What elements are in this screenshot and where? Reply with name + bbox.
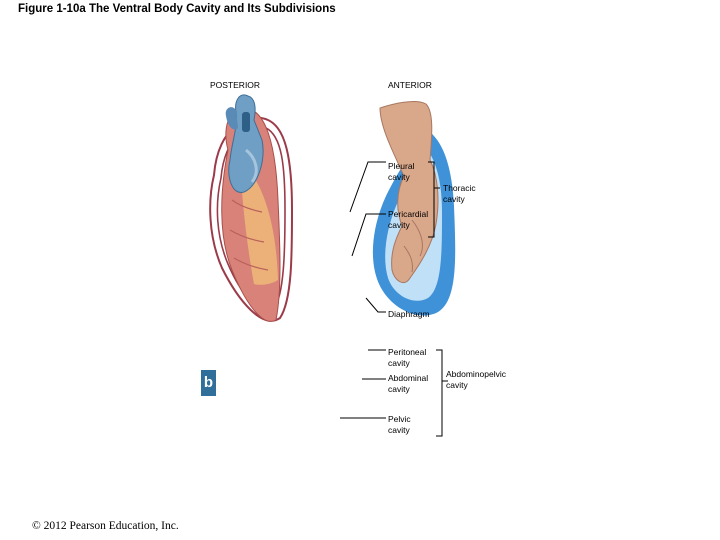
abdominopelvic-bracket xyxy=(436,349,443,437)
heart-vessels xyxy=(228,94,264,193)
pericardial-cavity-label: Pericardial cavity xyxy=(388,209,429,230)
posterior-label: POSTERIOR xyxy=(210,80,261,90)
diaphragm-label: Diaphragm xyxy=(388,309,430,319)
leader-lines xyxy=(340,161,448,437)
heart-illustration xyxy=(209,94,294,322)
pericardial-leader xyxy=(351,213,386,257)
copyright-notice: © 2012 Pearson Education, Inc. xyxy=(32,520,179,532)
figure-title: Figure 1-10a The Ventral Body Cavity and… xyxy=(18,3,336,15)
thoracic-cavity-label: Thoracic cavity xyxy=(443,183,476,204)
peritoneal-cavity-label: Peritoneal cavity xyxy=(388,347,427,368)
abdominopelvic-cavity-label: Abdominopelvic cavity xyxy=(446,369,507,390)
diaphragm-leader xyxy=(365,297,386,313)
abdominal-cavity-label: Abdominal cavity xyxy=(388,373,429,394)
cavity-illustration xyxy=(372,101,456,316)
heart-fat xyxy=(240,160,278,285)
anterior-label: ANTERIOR xyxy=(388,80,432,90)
panel-badge: b xyxy=(201,370,216,396)
thoracic-bracket xyxy=(428,161,435,238)
fist xyxy=(379,101,439,283)
pleural-cavity-label: Pleural cavity xyxy=(388,161,415,182)
pelvic-cavity-label: Pelvic cavity xyxy=(388,414,411,435)
pleural-leader xyxy=(349,161,386,213)
